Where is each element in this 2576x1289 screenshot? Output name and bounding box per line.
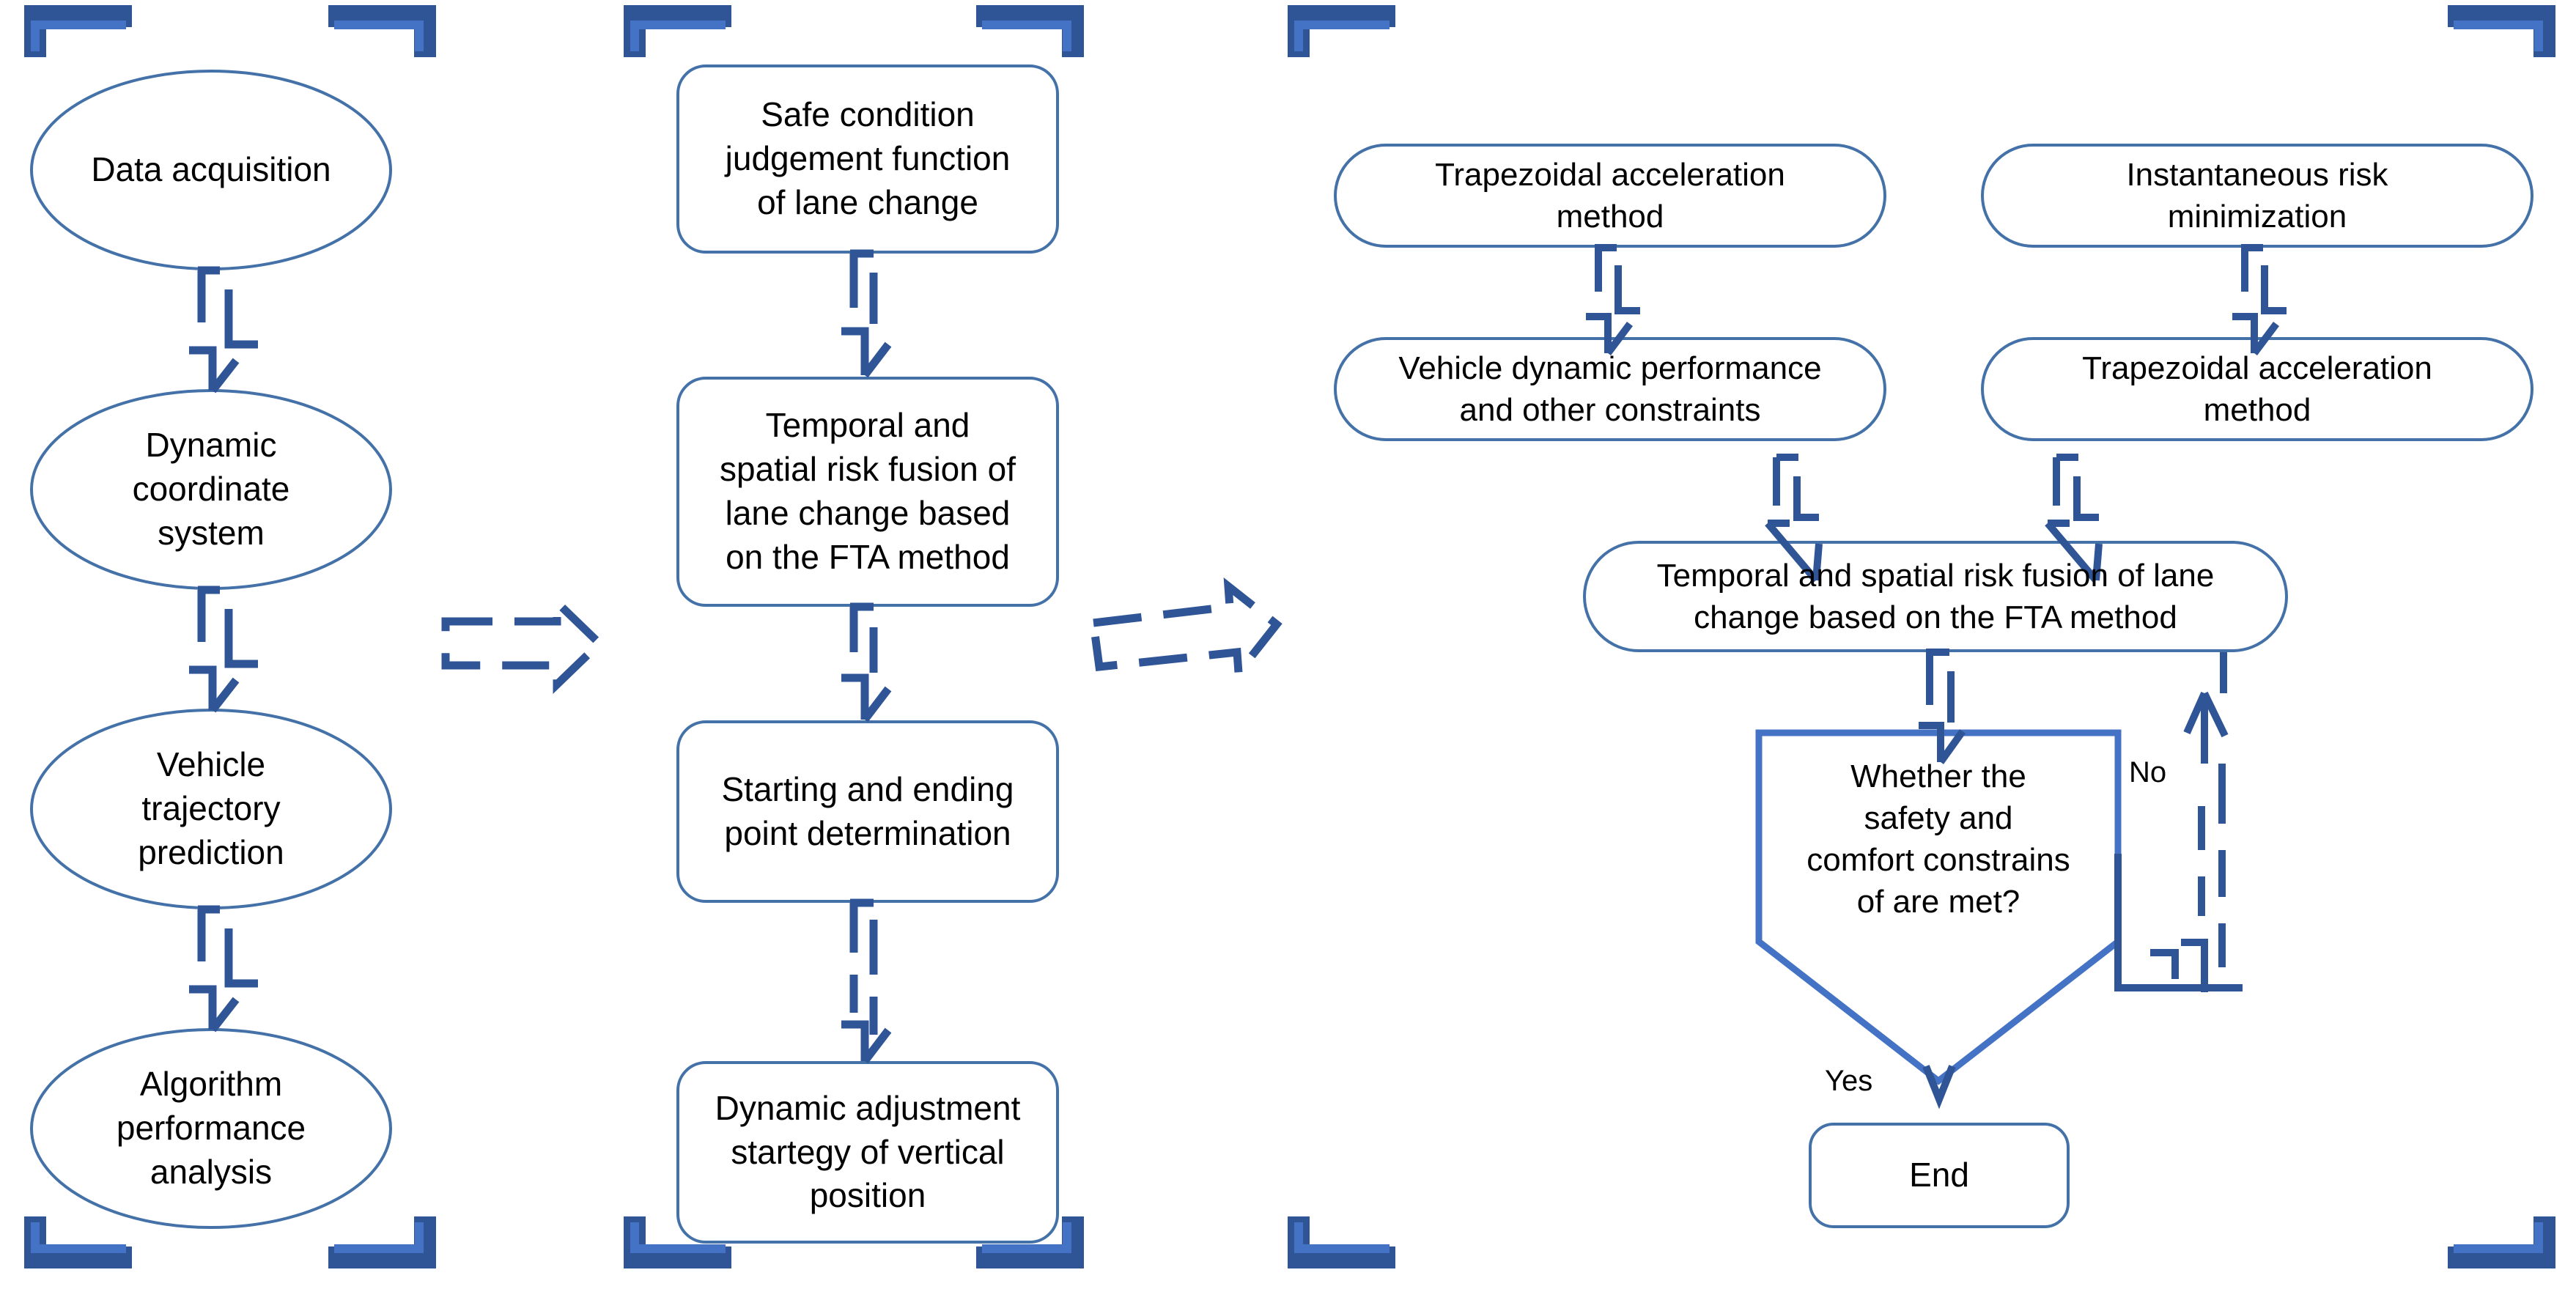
connector-decision-to-end [1922,1065,1956,1109]
connector-g2n3-to-g2n4 [841,898,892,1064]
edge-label-yes: Yes [1825,1065,1873,1097]
node-end[interactable] [1809,1123,2070,1228]
bracket-group-3-bottom-left [1288,1216,1395,1268]
stage-arrow-1 [441,593,605,694]
node-temporal-spatial-risk-fusion-right[interactable] [1583,541,2288,652]
group-2-shapes [676,64,1059,1244]
bracket-group-2-top-right [976,5,1084,57]
bracket-group-2-top-left [624,5,731,57]
bracket-group-3-bottom-right [2448,1216,2555,1268]
group-3-connectors [1586,244,2287,1109]
connector-g3n2-to-g3n4 [2232,244,2287,355]
connector-g2n2-to-g2n3 [841,602,892,723]
bracket-group-2-bottom-left [624,1216,731,1268]
node-safe-condition-judgement[interactable] [676,64,1059,254]
connector-g2n1-to-g2n2 [841,249,892,378]
group-3-shapes [1334,144,2533,1228]
connector-decision-no-loopback [2114,652,2243,992]
node-instantaneous-risk-minimization[interactable] [1981,144,2533,248]
bracket-group-1-top-left [24,5,132,57]
bracket-group-2-bottom-right [976,1216,1084,1268]
connector-g1n3-to-g1n4 [189,905,258,1033]
bracket-group-3-top-right [2448,5,2555,57]
connector-g3n4-to-g3n5 [2045,454,2103,583]
node-dynamic-coordinate-system[interactable] [30,389,392,590]
node-algorithm-performance-analysis[interactable] [30,1028,392,1229]
connector-g3n5-to-decision [1919,649,1966,764]
node-data-acquisition[interactable] [30,70,392,270]
bracket-group-3-top-left [1288,5,1395,57]
connector-g1n2-to-g1n3 [189,586,258,713]
node-starting-ending-point[interactable] [676,720,1059,903]
group-2-connectors [841,249,892,1064]
edge-label-no: No [2129,756,2167,788]
group-1-shapes [30,70,392,1229]
node-decision-safety-comfort[interactable] [1755,729,2122,1085]
node-dynamic-adjustment-strategy[interactable] [676,1061,1059,1244]
connector-g1n1-to-g1n2 [189,266,258,394]
stage-arrow-2 [1088,577,1283,684]
node-trapezoidal-acceleration-left[interactable] [1334,144,1886,248]
bracket-group-1-bottom-left [24,1216,132,1268]
bracket-group-1-bottom-right [328,1216,436,1268]
group-1-connectors [189,266,258,1033]
bracket-group-1-top-right [328,5,436,57]
corner-brackets [24,5,2555,1268]
connector-g3n1-to-g3n3 [1586,244,1640,355]
connector-g3n3-to-g3n5 [1765,454,1823,583]
node-temporal-spatial-risk-fusion-mid[interactable] [676,377,1059,607]
node-vehicle-trajectory-prediction[interactable] [30,709,392,909]
